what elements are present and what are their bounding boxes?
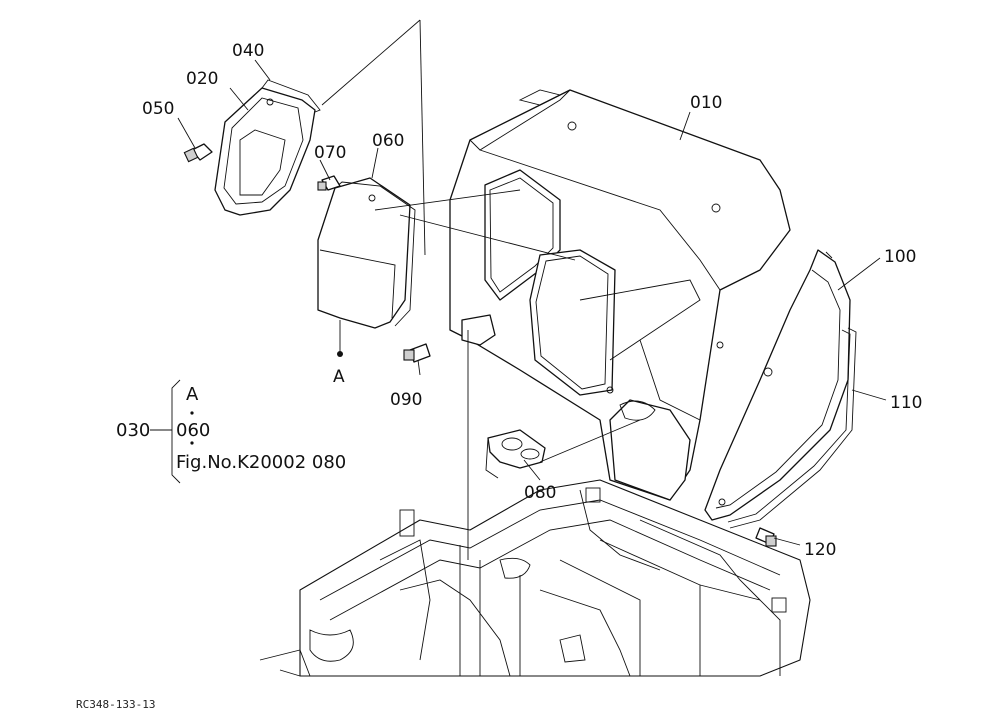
- bolt-070: [317, 175, 341, 191]
- set-legend: 030 A 060 Fig.No.K20002 080: [116, 379, 346, 484]
- callout-120: 120: [804, 540, 836, 560]
- bolt-090: [403, 343, 431, 363]
- legend-line-060: 060: [176, 420, 210, 441]
- callout-090: 090: [390, 390, 422, 410]
- callout-080: 080: [524, 483, 556, 503]
- figure-reference: RC348-133-13: [76, 698, 155, 711]
- bracket-080: [485, 429, 546, 479]
- callout-110: 110: [890, 393, 922, 413]
- callout-020: 020: [186, 69, 218, 89]
- machine-frame: [259, 479, 811, 677]
- cover-060: [317, 177, 416, 329]
- callout-100: 100: [884, 247, 916, 267]
- cover-020: [214, 79, 321, 216]
- legend-set-number: 030: [116, 420, 150, 441]
- callout-070: 070: [314, 143, 346, 163]
- leader-lines: [177, 19, 887, 560]
- bolt-120: [755, 527, 777, 547]
- legend-line-a: A: [186, 384, 199, 405]
- seal-110: [727, 327, 857, 529]
- callout-040: 040: [232, 41, 264, 61]
- callout-a: A: [333, 367, 345, 387]
- bolt-050: [183, 143, 213, 163]
- callout-060-top: 060: [372, 131, 404, 151]
- legend-line-figref: Fig.No.K20002 080: [176, 452, 346, 473]
- callout-010: 010: [690, 93, 722, 113]
- main-cover-010: [449, 89, 791, 501]
- side-cover-100: [704, 249, 851, 521]
- point-a-marker: [337, 351, 343, 357]
- callout-050: 050: [142, 99, 174, 119]
